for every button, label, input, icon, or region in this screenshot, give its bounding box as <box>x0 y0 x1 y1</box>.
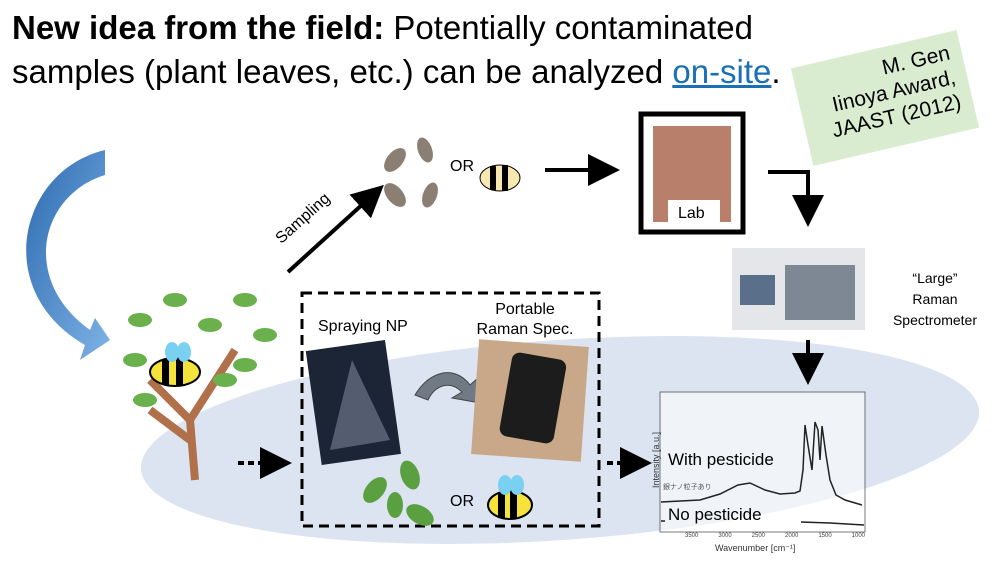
title-end: . <box>771 53 781 90</box>
x-tick: 2000 <box>784 533 799 539</box>
no-pesticide-line <box>661 520 865 526</box>
x-tick: 2500 <box>751 533 766 539</box>
sampling-arrow <box>286 184 384 274</box>
label-line: Raman <box>912 291 958 307</box>
title-bold: New idea from the field: <box>12 9 385 46</box>
x-axis-label: Wavenumber [cm⁻¹] <box>715 543 796 553</box>
x-tick: 1000 <box>851 533 865 539</box>
arrow-to-spectrometer <box>768 170 824 227</box>
no-pesticide-label: No pesticide <box>668 505 762 524</box>
slide-title: New idea from the field: Potentially con… <box>12 6 812 94</box>
onsite-box <box>300 291 601 528</box>
large-raman-label: “Large” Raman Spectrometer <box>880 268 990 331</box>
x-ticks: 3500 3000 2500 2000 1500 1000 <box>685 533 865 539</box>
y-axis-label: Intensity [a.u.] <box>651 431 662 489</box>
x-tick: 3500 <box>685 533 699 539</box>
label-line: “Large” <box>912 270 958 286</box>
label-line: Spectrometer <box>892 312 978 328</box>
curved-arrow-icon <box>26 150 110 360</box>
x-tick: 1500 <box>818 533 832 539</box>
portable-raman-label: Portable Raman Spec. <box>470 300 580 340</box>
raman-spectrum-chart <box>659 391 866 533</box>
leaves-icon <box>384 137 438 208</box>
with-pesticide-label: With pesticide <box>668 450 774 469</box>
bee-sample-icon <box>479 164 521 192</box>
with-pesticide-line <box>660 421 863 506</box>
tree-icon <box>123 293 277 481</box>
lab-label: Lab <box>678 205 705 222</box>
bee-icon <box>149 342 201 387</box>
onsite-link[interactable]: on-site <box>672 53 772 90</box>
or-label: OR <box>450 158 474 175</box>
spraying-np-label: Spraying NP <box>318 318 408 335</box>
silver-np-note: 銀ナノ粒子あり <box>663 484 712 491</box>
bee-np-icon <box>487 475 533 520</box>
or-label: OR <box>450 493 474 510</box>
x-tick: 3000 <box>718 533 732 539</box>
label-line: Portable <box>495 301 555 318</box>
leaves-np-icon <box>363 460 434 526</box>
title-text: Potentially contaminated samples (plant … <box>12 9 753 90</box>
label-line: Raman Spec. <box>476 321 574 338</box>
